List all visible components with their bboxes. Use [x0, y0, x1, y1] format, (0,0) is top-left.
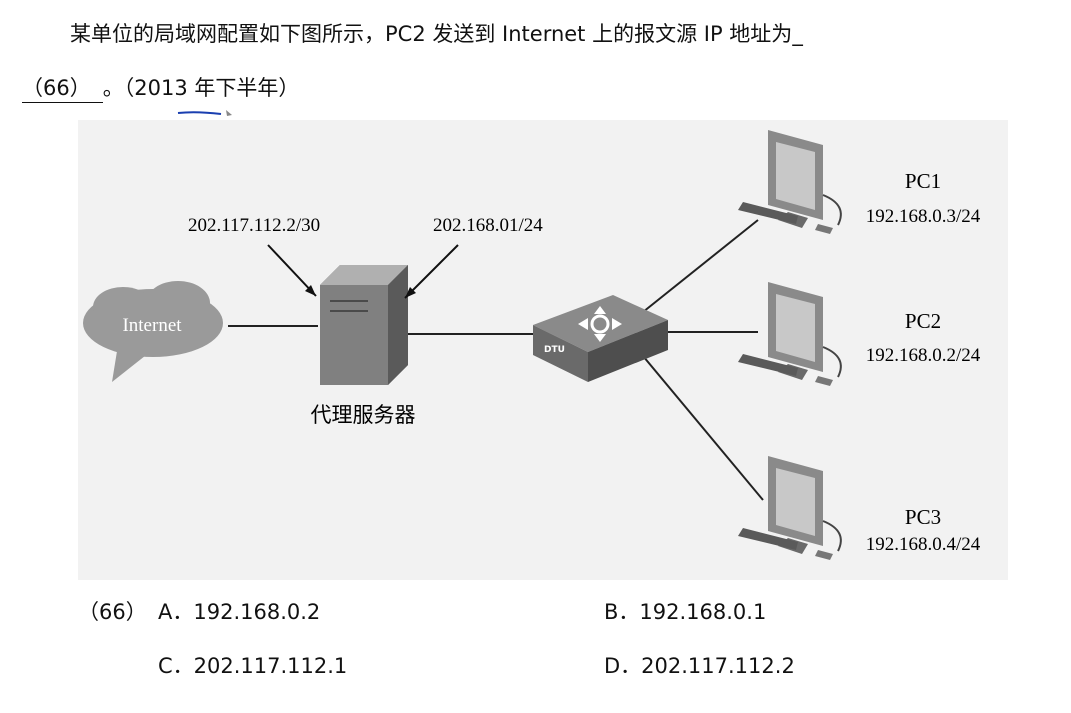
proxy-lan-ip: 202.168.01/24 — [433, 215, 543, 236]
lan-arrow — [404, 244, 459, 299]
internet-label: Internet — [122, 315, 182, 336]
question-line2: （66）。（2013 年下半年） — [22, 72, 299, 103]
pc3-icon — [738, 456, 842, 560]
proxy-wan-ip: 202.117.112.2/30 — [188, 215, 320, 236]
pc2-icon — [738, 282, 842, 386]
pc1-ip: 192.168.0.3/24 — [866, 206, 981, 227]
question-text: 某单位的局域网配置如下图所示，PC2 发送到 Internet 上的报文源 IP… — [70, 22, 803, 46]
option-c[interactable]: C．202.117.112.1 — [158, 654, 348, 678]
option-d[interactable]: D．202.117.112.2 — [604, 654, 795, 678]
switch-label: DTU — [544, 345, 565, 355]
wan-arrow — [267, 244, 317, 297]
pc2-ip: 192.168.0.2/24 — [866, 345, 981, 366]
link-switch-pc3 — [637, 349, 764, 501]
pc2-name: PC2 — [905, 309, 941, 333]
pc3-ip: 192.168.0.4/24 — [866, 534, 981, 555]
question-source: 。（2013 年下半年） — [102, 76, 300, 100]
answer-number: （66） — [78, 600, 147, 624]
question-line1: 某单位的局域网配置如下图所示，PC2 发送到 Internet 上的报文源 IP… — [70, 22, 793, 46]
proxy-server-icon — [320, 265, 408, 385]
proxy-label: 代理服务器 — [311, 403, 416, 427]
option-b[interactable]: B．192.168.0.1 — [604, 600, 767, 624]
pc1-name: PC1 — [905, 169, 941, 193]
option-a[interactable]: A．192.168.0.2 — [158, 600, 321, 624]
internet-cloud-icon — [83, 281, 223, 382]
network-diagram: Internet 代理服务器 202.117.112.2/30 202.168.… — [78, 120, 1008, 580]
annotation-stroke — [177, 110, 232, 116]
switch-icon — [533, 295, 668, 382]
pc3-name: PC3 — [905, 505, 941, 529]
link-switch-pc1 — [637, 219, 759, 317]
pc1-icon — [738, 130, 842, 234]
answer-blank: （66） — [22, 72, 103, 103]
